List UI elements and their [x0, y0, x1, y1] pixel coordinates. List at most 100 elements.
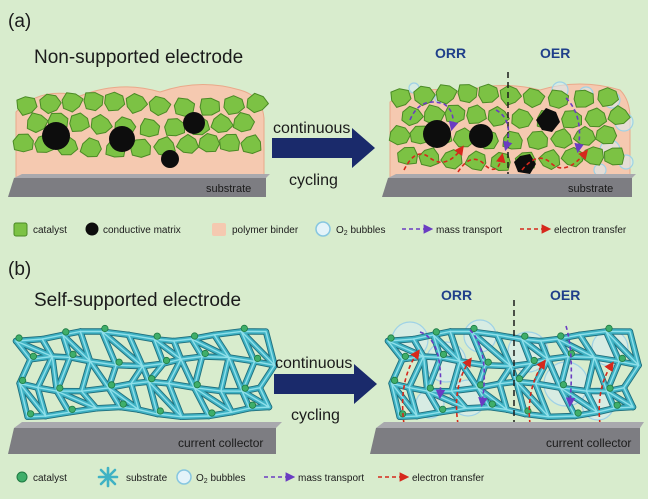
- substrate-strut: [579, 334, 595, 359]
- catalyst-particle: [499, 85, 522, 106]
- electron-transfer-path: [521, 149, 589, 171]
- substrate-strut: [240, 330, 256, 363]
- catalyst-dot: [156, 407, 164, 415]
- catalyst-dot: [521, 332, 529, 340]
- substrate-strut: [193, 387, 233, 413]
- substrate-strut: [557, 338, 595, 359]
- substrate-strut: [241, 390, 270, 408]
- oer-label: OER: [540, 45, 570, 61]
- catalyst-particle: [397, 146, 418, 165]
- catalyst-particle: [232, 112, 255, 133]
- substrate-strut: [18, 382, 47, 417]
- catalyst-dot: [153, 332, 161, 340]
- substrate-strut: [193, 387, 222, 392]
- substrate-strut: [534, 358, 549, 385]
- catalyst-particle: [595, 125, 618, 145]
- substrate-strut: [228, 356, 256, 363]
- catalyst-dot: [148, 375, 156, 383]
- catalyst-dot: [477, 381, 485, 389]
- substrate-strut: [506, 408, 526, 415]
- substrate-strut: [559, 387, 598, 413]
- substrate-strut: [470, 330, 498, 336]
- catalyst-dot: [387, 334, 395, 342]
- mass-transport-path: [565, 97, 584, 154]
- substrate-strut: [534, 382, 550, 418]
- non-supported-electrode-left: substrate: [8, 84, 270, 197]
- substrate-strut: [240, 330, 276, 366]
- substrate-strut: [230, 407, 251, 413]
- substrate-strut: [408, 386, 428, 392]
- catalyst-particle: [584, 107, 608, 128]
- mass-transport-path: [409, 101, 459, 132]
- conductive-matrix-particles: [42, 112, 205, 168]
- catalyst-particle: [199, 97, 221, 116]
- substrate-strut: [259, 364, 276, 389]
- current-collector-bar-top: [376, 422, 644, 428]
- catalyst-dot: [439, 405, 447, 413]
- conductive-particle: [423, 120, 451, 148]
- catalyst-dot: [401, 352, 409, 360]
- substrate-strut: [79, 330, 91, 362]
- substrate-strut: [593, 356, 608, 392]
- electron-transfer-path: [528, 359, 546, 425]
- panel-b: (b) Self-supported electrode current col…: [8, 259, 644, 488]
- electron-transfer-paths: [401, 349, 614, 425]
- self-supported-electrode-right: current collector: [370, 300, 644, 454]
- substrate-strut: [15, 340, 53, 358]
- substrate-strut: [80, 387, 110, 392]
- substrate-strut: [585, 356, 595, 392]
- substrate-strut: [521, 338, 532, 365]
- catalyst-particle: [464, 150, 487, 171]
- catalyst-particle: [61, 92, 84, 113]
- substrate-strut: [623, 387, 634, 408]
- catalyst-particle: [148, 95, 172, 117]
- electron-transfer-path: [455, 357, 472, 425]
- substrate-strut: [390, 382, 401, 418]
- electron-transfer-paths: [403, 145, 589, 173]
- substrate-strut: [147, 381, 183, 418]
- catalyst-particle: [522, 87, 546, 109]
- substrate-strut: [450, 387, 479, 392]
- catalyst-dot: [426, 384, 434, 392]
- substrate-strut: [439, 356, 461, 362]
- catalyst-dot: [557, 332, 565, 340]
- substrate-strut: [173, 340, 182, 360]
- substrate-strut: [147, 381, 159, 415]
- catalyst-dot: [62, 328, 70, 336]
- catalyst-particle: [223, 95, 245, 115]
- substrate-strut: [156, 413, 183, 418]
- legend-o2-bubbles: O2 bubbles: [196, 473, 246, 485]
- catalyst-dot: [18, 376, 27, 384]
- catalyst-particle: [26, 112, 49, 133]
- oer-label: OER: [550, 287, 580, 303]
- catalyst-particle: [83, 92, 104, 112]
- substrate-strut: [547, 358, 562, 389]
- substrate-strut: [62, 334, 91, 362]
- catalyst-particle: [444, 104, 466, 124]
- substrate-strut: [153, 338, 165, 365]
- bubble-legend-swatch: [176, 469, 192, 485]
- substrate-strut: [220, 356, 230, 392]
- catalyst-dot: [254, 354, 262, 362]
- substrate-strut: [41, 338, 53, 358]
- catalyst-particle: [69, 112, 90, 132]
- substrate-strut: [498, 365, 512, 385]
- substrate-bar-top: [388, 174, 636, 178]
- catalyst-dot: [26, 410, 35, 418]
- mass-transport-paths: [419, 325, 576, 408]
- catalyst-dot: [162, 356, 171, 365]
- substrate-strut: [95, 406, 121, 409]
- catalyst-particle: [219, 133, 240, 152]
- catalyst-dot: [248, 401, 257, 409]
- panel-b-title: Self-supported electrode: [34, 290, 241, 311]
- orr-label: ORR: [435, 45, 466, 61]
- substrate-strut: [629, 330, 640, 366]
- catalyst-dot: [29, 352, 38, 360]
- catalyst-dot: [606, 384, 614, 392]
- catalyst-dot: [390, 376, 399, 384]
- conductive-particle-degraded: [536, 108, 560, 132]
- catalyst-particle: [240, 134, 262, 154]
- substrate-strut: [130, 365, 144, 385]
- substrate-strut: [416, 411, 441, 417]
- legend-a: catalyst conductive matrix polymer binde…: [13, 221, 627, 237]
